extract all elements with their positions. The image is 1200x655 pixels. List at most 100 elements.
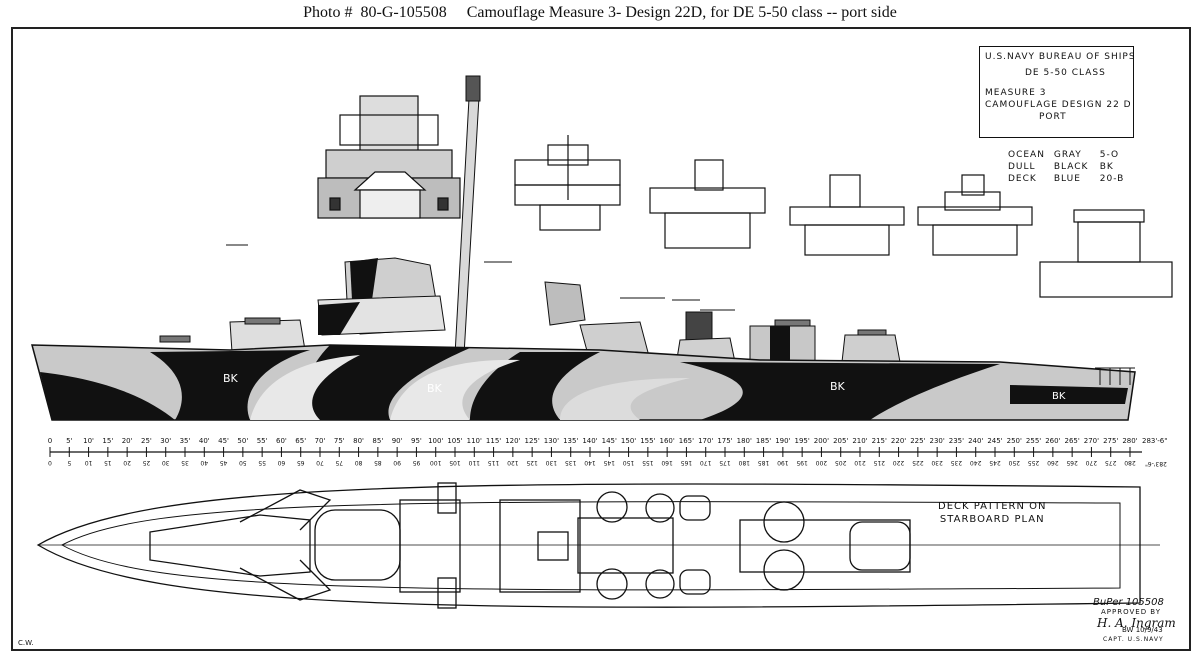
hull-label-bk-3: BK bbox=[830, 380, 846, 393]
scale-label-bottom: 260 bbox=[1047, 459, 1059, 466]
scale-label-bottom: 140 bbox=[584, 459, 596, 466]
legend-color: BLACK bbox=[1053, 162, 1089, 172]
scale-label-top: 55' bbox=[257, 437, 268, 445]
scale-label-bottom: 210 bbox=[854, 459, 866, 466]
scale-label-top: 270' bbox=[1084, 437, 1099, 445]
scale-label-bottom: 25 bbox=[142, 459, 150, 466]
scale-label-top: 70' bbox=[315, 437, 326, 445]
scale-label-bottom: 195 bbox=[796, 459, 808, 466]
scale-label-top: 215' bbox=[872, 437, 887, 445]
scale-label-top: 120' bbox=[505, 437, 520, 445]
bk-patch-6 bbox=[1010, 385, 1128, 404]
scale-label-top: 200' bbox=[814, 437, 829, 445]
scale-label-top: 205' bbox=[833, 437, 848, 445]
scale-label-top: 145' bbox=[602, 437, 617, 445]
scale-label-top: 170' bbox=[698, 437, 713, 445]
scale-label-bottom: 135 bbox=[565, 459, 577, 466]
scale-label-bottom: 270 bbox=[1086, 459, 1098, 466]
scale-label-bottom: 165 bbox=[681, 459, 693, 466]
scale-label-top: 130' bbox=[544, 437, 559, 445]
scale-label-bottom: 190 bbox=[777, 459, 789, 466]
scale-label-bottom: 40 bbox=[200, 459, 208, 466]
bk-patch-5 bbox=[680, 362, 1000, 420]
scale-label-bottom: 65 bbox=[297, 459, 305, 466]
legend-row: DULL BLACK BK bbox=[1008, 162, 1124, 174]
scale-label-bottom: 200 bbox=[816, 459, 828, 466]
scale-label-top: 260' bbox=[1045, 437, 1060, 445]
scale-label-top: 40' bbox=[199, 437, 210, 445]
legend-name: DULL bbox=[1008, 162, 1036, 172]
legend-name: DECK bbox=[1008, 174, 1037, 184]
scale-label-bottom: 145 bbox=[603, 459, 615, 466]
scale-label-top: 75' bbox=[334, 437, 345, 445]
scale-label-bottom: 50 bbox=[239, 459, 247, 466]
scale-label-top: 175' bbox=[717, 437, 732, 445]
approval-ref: BuPer 105508 bbox=[1093, 597, 1164, 608]
section-view-1 bbox=[317, 95, 461, 219]
scale-label-top: 135' bbox=[563, 437, 578, 445]
scale-label-top: 165' bbox=[679, 437, 694, 445]
scale-label-top: 30' bbox=[160, 437, 171, 445]
scale-label-top: 190' bbox=[775, 437, 790, 445]
scale-label-top: 20' bbox=[122, 437, 133, 445]
scale-label-bottom: 240 bbox=[970, 459, 982, 466]
section-view-6 bbox=[1039, 209, 1173, 298]
deck-title-line-2: STARBOARD PLAN bbox=[939, 514, 1045, 525]
title-line-5: PORT bbox=[1039, 112, 1067, 122]
section-view-3 bbox=[649, 159, 766, 249]
scale-label-bottom: 10 bbox=[85, 459, 93, 466]
scale-label-top: 90' bbox=[392, 437, 403, 445]
drafter-initials: BW 10/9/43 bbox=[1122, 626, 1163, 634]
scale-label-top: 180' bbox=[737, 437, 752, 445]
legend-code: 20-B bbox=[1099, 174, 1125, 184]
scale-label-bottom: 100 bbox=[430, 459, 442, 466]
scale-label-top: 160' bbox=[659, 437, 674, 445]
scale-label-top: 110' bbox=[467, 437, 482, 445]
title-block-frame bbox=[979, 46, 1134, 138]
approval-signature: H. A. Ingram bbox=[1097, 616, 1176, 630]
scale-label-bottom: 60 bbox=[277, 459, 285, 466]
scale-label-top: 220' bbox=[891, 437, 906, 445]
scale-label-bottom: 30 bbox=[162, 459, 170, 466]
section-views bbox=[317, 95, 1173, 298]
scale-label-top: 255' bbox=[1026, 437, 1041, 445]
scale-label-top: 45' bbox=[218, 437, 229, 445]
hull-label-bk-2: BK bbox=[427, 382, 443, 395]
scale-label-top: 25' bbox=[141, 437, 152, 445]
scale-label-bottom: 245 bbox=[989, 459, 1001, 466]
scale-bar: 005'510'1015'1520'2025'2530'3035'3540'40… bbox=[48, 437, 1168, 467]
color-legend: OCEAN GRAY 5-O DULL BLACK BK DECK BLUE 2… bbox=[1008, 150, 1124, 186]
scale-label-bottom: 220 bbox=[893, 459, 905, 466]
sheet-border bbox=[11, 27, 1191, 651]
scale-label-top: 35' bbox=[180, 437, 191, 445]
scale-label-top: 195' bbox=[794, 437, 809, 445]
approval-rank: CAPT. U.S.NAVY bbox=[1103, 636, 1164, 643]
scale-end-label-bottom: 283'-6" bbox=[1145, 460, 1167, 467]
scale-label-top: 155' bbox=[640, 437, 655, 445]
scale-label-bottom: 265 bbox=[1066, 459, 1078, 466]
scale-label-top: 65' bbox=[295, 437, 306, 445]
scale-label-bottom: 90 bbox=[393, 459, 401, 466]
title-block: U.S.NAVY BUREAU OF SHIPS DE 5-50 CLASS M… bbox=[979, 46, 1135, 138]
scale-label-top: 125' bbox=[524, 437, 539, 445]
scale-label-bottom: 85 bbox=[374, 459, 382, 466]
mast-lamp bbox=[465, 75, 481, 102]
scale-label-bottom: 20 bbox=[123, 459, 131, 466]
scale-label-bottom: 255 bbox=[1028, 459, 1040, 466]
scale-label-bottom: 130 bbox=[546, 459, 558, 466]
scale-label-top: 185' bbox=[756, 437, 771, 445]
scale-label-bottom: 230 bbox=[931, 459, 943, 466]
scale-label-top: 140' bbox=[582, 437, 597, 445]
scale-label-top: 225' bbox=[910, 437, 925, 445]
scale-label-bottom: 160 bbox=[661, 459, 673, 466]
scale-label-top: 5' bbox=[66, 437, 72, 445]
bk-patch-2 bbox=[150, 350, 310, 420]
scale-label-top: 250' bbox=[1007, 437, 1022, 445]
scale-label-top: 60' bbox=[276, 437, 287, 445]
scale-label-bottom: 225 bbox=[912, 459, 924, 466]
legend-row: OCEAN GRAY 5-O bbox=[1008, 150, 1124, 162]
scale-label-top: 10' bbox=[83, 437, 94, 445]
scale-label-bottom: 45 bbox=[220, 459, 228, 466]
scale-label-top: 240' bbox=[968, 437, 983, 445]
scale-label-bottom: 35 bbox=[181, 459, 189, 466]
